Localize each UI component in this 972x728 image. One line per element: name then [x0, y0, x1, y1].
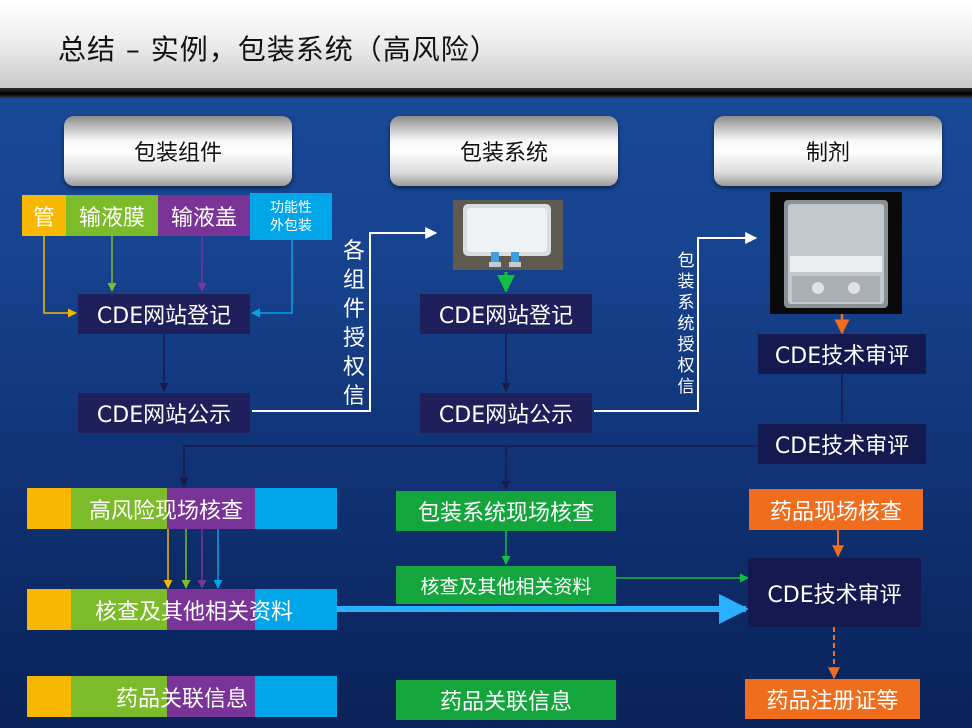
segment-outer — [255, 589, 337, 630]
segment-cap — [167, 676, 255, 717]
box-label: 药品现场核查 — [769, 499, 902, 525]
column-header-label: 包装系统 — [459, 141, 548, 166]
box-label: 核查及其他相关资料 — [420, 575, 592, 598]
title-divider — [0, 88, 972, 98]
segment-cap — [167, 589, 255, 630]
component-label: 管 — [32, 205, 55, 231]
title-bar: 总结 – 实例，包装系统（高风险） — [0, 0, 972, 88]
preparation-bag-icon — [770, 192, 902, 314]
box-label: CDE技术审评 — [767, 582, 902, 608]
left-cde-publicity: CDE网站公示 — [78, 393, 250, 433]
segment-outer — [255, 676, 337, 717]
component-label: 输液膜 — [78, 205, 145, 231]
box-label: CDE网站公示 — [438, 403, 574, 428]
auth-letters-label: 各组件授权信 — [342, 239, 365, 409]
segment-cap — [167, 488, 255, 529]
right-cde-review-1: CDE技术审评 — [758, 334, 926, 374]
middle-drug-related-info: 药品关联信息 — [396, 680, 616, 720]
inspection-label: 高风险现场核查 — [89, 498, 244, 524]
component-outer-packaging: 功能性 外包装 — [250, 193, 332, 240]
middle-system-inspection: 包装系统现场核查 — [396, 491, 616, 531]
right-registration-certificate: 药品注册证等 — [745, 679, 920, 719]
middle-cde-register: CDE网站登记 — [420, 294, 592, 334]
right-drug-inspection: 药品现场核查 — [749, 489, 923, 530]
box-label: CDE技术审评 — [774, 434, 910, 459]
box-label: 药品注册证等 — [766, 689, 899, 714]
column-header-preparation: 制剂 — [714, 116, 942, 186]
component-label-line1: 功能性 — [270, 199, 312, 216]
component-tube: 管 — [22, 195, 66, 236]
infusion-bag-icon — [453, 200, 563, 270]
related-info-label: 药品关联信息 — [115, 686, 248, 712]
box-label: 药品关联信息 — [439, 690, 572, 715]
segment-tube — [27, 676, 71, 717]
column-header-packaging-components: 包装组件 — [64, 116, 292, 186]
materials-label-wrap: 核查及其他相关资料 — [27, 589, 337, 630]
right-cde-review-3: CDE技术审评 — [748, 558, 921, 627]
component-label-line2: 外包装 — [270, 217, 312, 234]
box-label: CDE网站公示 — [96, 403, 232, 428]
system-auth-label: 包装系统授权信 — [677, 251, 695, 397]
box-label: CDE网站登记 — [438, 304, 574, 329]
segment-outer — [255, 488, 337, 529]
materials-label: 核查及其他相关资料 — [94, 599, 293, 625]
column-header-label: 制剂 — [805, 141, 850, 166]
segment-tube — [27, 488, 71, 529]
middle-cde-publicity: CDE网站公示 — [420, 393, 592, 433]
box-label: 包装系统现场核查 — [417, 501, 594, 526]
box-label: CDE网站登记 — [96, 304, 232, 329]
inspection-label-wrap: 高风险现场核查 — [27, 488, 337, 529]
component-infusion-cap: 输液盖 — [158, 195, 250, 236]
page-title: 总结 – 实例，包装系统（高风险） — [58, 33, 499, 66]
middle-inspection-materials: 核查及其他相关资料 — [396, 566, 616, 604]
segment-film — [71, 488, 167, 529]
column-header-label: 包装组件 — [133, 141, 222, 166]
box-label: CDE技术审评 — [774, 344, 910, 369]
component-infusion-film: 输液膜 — [66, 195, 158, 236]
related-info-label-wrap: 药品关联信息 — [27, 676, 337, 717]
preparation-bag-photo — [770, 192, 902, 314]
segment-film — [71, 589, 167, 630]
left-cde-register: CDE网站登记 — [78, 294, 250, 334]
right-cde-review-2: CDE技术审评 — [758, 424, 926, 464]
packaging-bag-photo — [453, 200, 563, 270]
segment-film — [71, 676, 167, 717]
column-header-packaging-system: 包装系统 — [390, 116, 618, 186]
segment-tube — [27, 589, 71, 630]
component-label: 输液盖 — [170, 205, 237, 231]
